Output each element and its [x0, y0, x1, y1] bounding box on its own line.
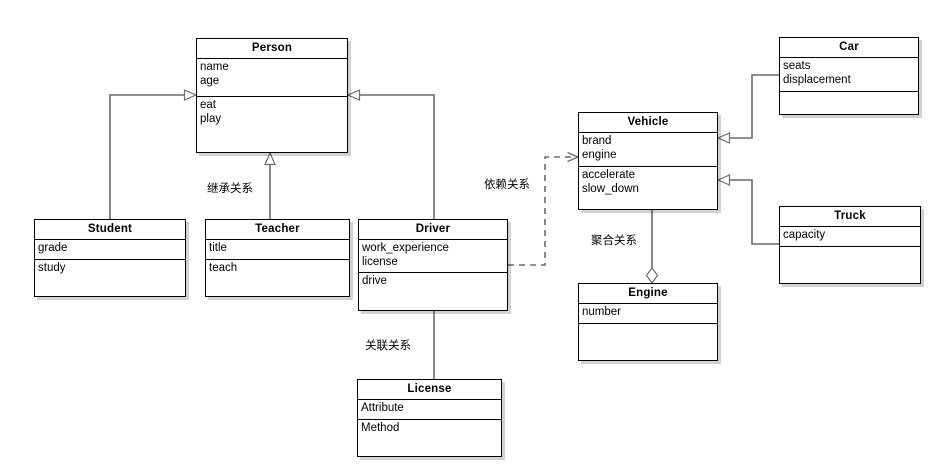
class-title-vehicle: Vehicle — [579, 113, 717, 133]
uml-class-vehicle[interactable]: Vehicle brand engine accelerate slow_down — [578, 112, 718, 210]
class-operations-car — [780, 92, 918, 117]
class-title-license: License — [358, 380, 501, 400]
class-operations-license: Method — [358, 420, 501, 459]
class-title-student: Student — [35, 220, 185, 240]
class-attribute: name — [200, 61, 229, 73]
class-attribute: license — [362, 256, 398, 268]
edge-label-inheritance: 继承关系 — [207, 181, 253, 195]
uml-class-truck[interactable]: Truck capacity — [779, 206, 921, 284]
class-title-driver: Driver — [359, 220, 507, 240]
class-operation: Method — [361, 422, 400, 434]
uml-class-engine[interactable]: Engine number — [578, 283, 718, 361]
uml-class-person[interactable]: Person name age eat play — [196, 38, 348, 153]
class-operations-engine — [579, 324, 717, 363]
class-attributes-student: grade — [35, 240, 185, 260]
class-title-truck: Truck — [780, 207, 920, 227]
class-attribute: brand — [582, 135, 612, 147]
edge-truck-vehicle — [716, 174, 779, 245]
class-operations-driver: drive — [359, 273, 507, 313]
edge-driver-vehicle — [508, 157, 578, 266]
edge-car-vehicle — [716, 74, 779, 144]
edge-driver-person — [346, 89, 435, 219]
class-title-teacher: Teacher — [206, 220, 349, 240]
class-attribute: title — [209, 242, 227, 254]
class-attribute: work_experience — [362, 242, 449, 254]
class-attribute: Attribute — [361, 402, 404, 414]
class-attributes-vehicle: brand engine — [579, 133, 717, 167]
class-operations-teacher: teach — [206, 260, 349, 299]
class-operation: play — [200, 113, 222, 125]
uml-class-student[interactable]: Student grade study — [34, 219, 186, 297]
class-operation: eat — [200, 99, 216, 111]
class-attribute: seats — [783, 60, 811, 72]
class-title-person: Person — [197, 39, 347, 59]
class-operations-truck — [780, 247, 920, 286]
class-attribute: capacity — [783, 229, 826, 241]
class-attribute: grade — [38, 242, 68, 254]
edge-label-association: 关联关系 — [365, 338, 411, 352]
class-attributes-engine: number — [579, 304, 717, 324]
edge-student-person — [109, 89, 198, 219]
class-attributes-truck: capacity — [780, 227, 920, 247]
class-attributes-license: Attribute — [358, 400, 501, 420]
class-operations-vehicle: accelerate slow_down — [579, 167, 717, 212]
class-attribute: age — [200, 75, 220, 87]
class-title-car: Car — [780, 38, 918, 58]
class-attributes-teacher: title — [206, 240, 349, 260]
class-operation: teach — [209, 262, 238, 274]
class-attribute: number — [582, 306, 621, 318]
class-attributes-person: name age — [197, 59, 347, 97]
class-operations-person: eat play — [197, 97, 347, 155]
edge-label-aggregation: 聚合关系 — [591, 233, 637, 247]
class-operations-student: study — [35, 260, 185, 299]
class-attribute: engine — [582, 149, 617, 161]
class-operation: accelerate — [582, 169, 636, 181]
class-operation: study — [38, 262, 66, 274]
uml-class-car[interactable]: Car seats displacement — [779, 37, 919, 115]
class-operation: drive — [362, 275, 387, 287]
class-attributes-car: seats displacement — [780, 58, 918, 92]
uml-class-teacher[interactable]: Teacher title teach — [205, 219, 350, 297]
edge-label-dependency: 依赖关系 — [484, 177, 530, 191]
class-attribute: displacement — [783, 74, 851, 86]
class-title-engine: Engine — [579, 284, 717, 304]
class-operation: slow_down — [582, 183, 639, 195]
